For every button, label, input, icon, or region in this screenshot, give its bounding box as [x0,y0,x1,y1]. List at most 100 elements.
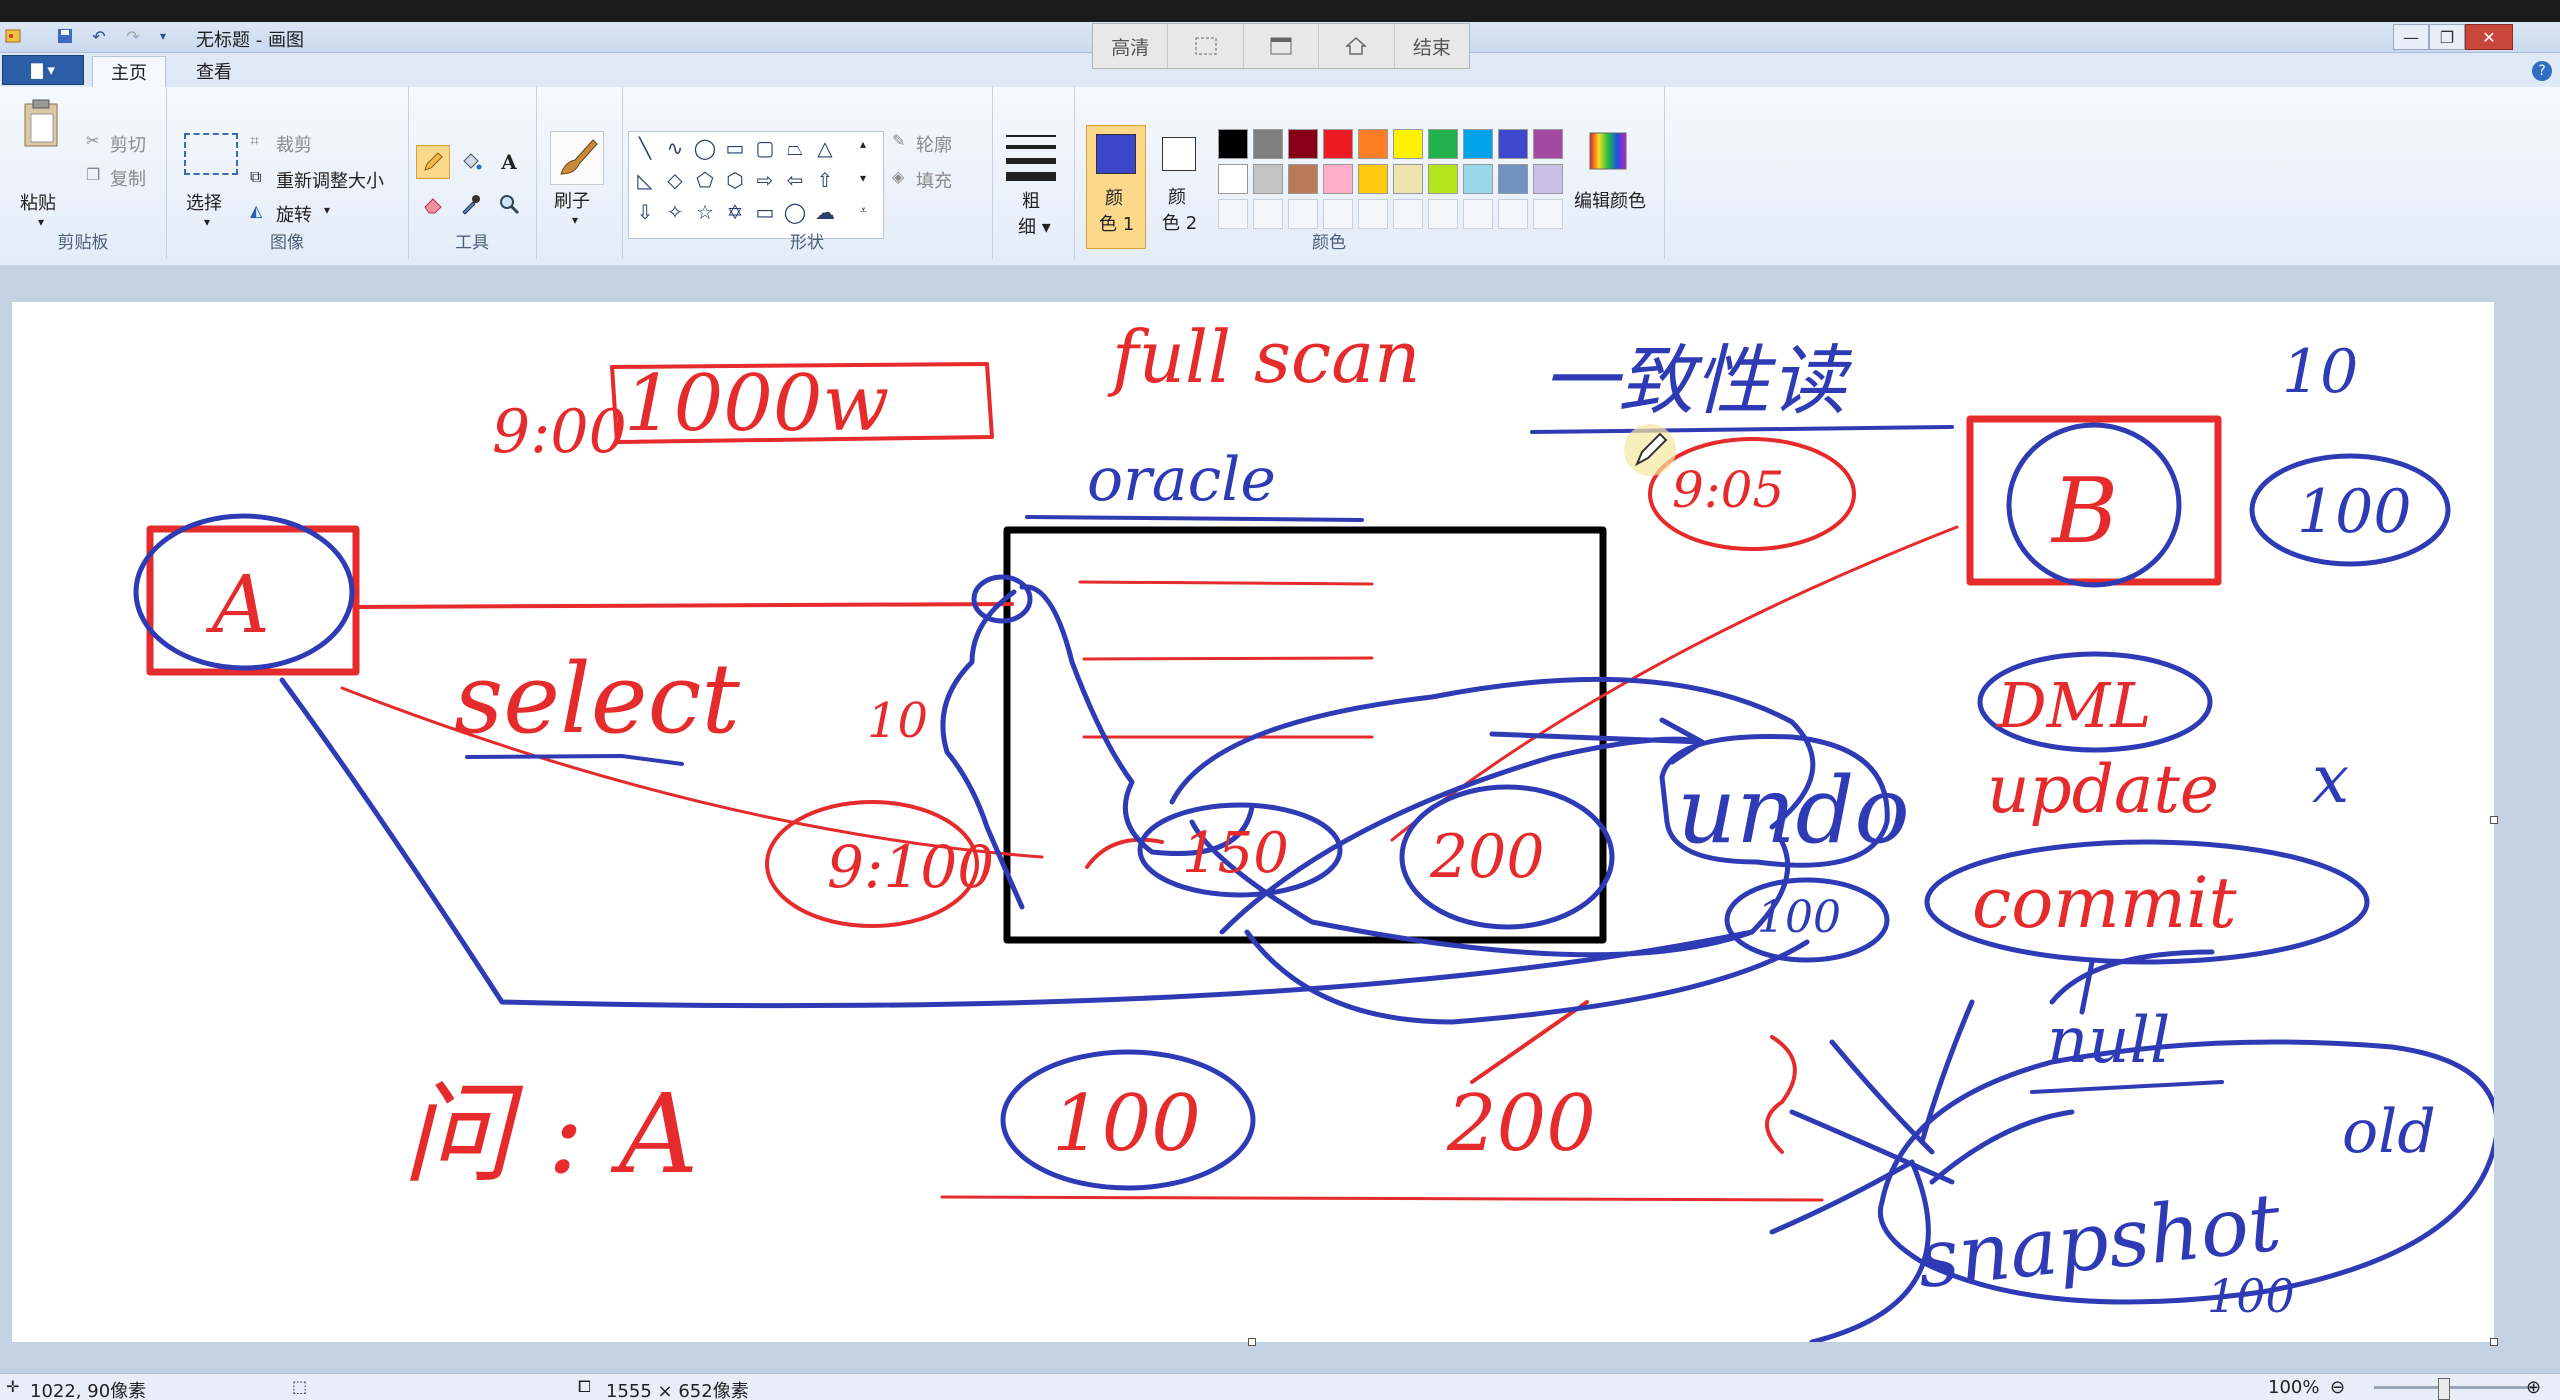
palette-swatch[interactable] [1393,129,1423,159]
line-shape-icon[interactable]: ╲ [638,136,652,160]
palette-swatch[interactable] [1533,129,1563,159]
palette-swatch[interactable] [1288,164,1318,194]
left-arrow-shape-icon[interactable]: ⇦ [786,168,804,192]
edit-colors-icon[interactable] [1588,131,1628,171]
copy-button[interactable]: 复制 [110,169,146,190]
palette-swatch[interactable] [1463,164,1493,194]
up-arrow-shape-icon[interactable]: ⇧ [816,168,834,192]
palette-swatch[interactable] [1463,199,1493,229]
palette-swatch[interactable] [1498,129,1528,159]
palette-swatch[interactable] [1428,164,1458,194]
tab-view[interactable]: 查看 [196,62,232,83]
four-point-star-shape-icon[interactable]: ✧ [666,200,684,224]
vertical-scrollbar[interactable] [2546,265,2560,1373]
palette-swatch[interactable] [1498,199,1528,229]
callout-rect-shape-icon[interactable]: ▭ [755,200,775,224]
rotate-button[interactable]: 旋转 [276,205,312,226]
curve-shape-icon[interactable]: ∿ [666,136,684,160]
window-icon[interactable] [1244,24,1320,68]
palette-swatch[interactable] [1498,164,1528,194]
palette-swatch[interactable] [1323,199,1353,229]
oval-shape-icon[interactable]: ◯ [693,136,717,160]
palette-swatch[interactable] [1323,164,1353,194]
callout-cloud-shape-icon[interactable]: ☁ [815,200,835,224]
brush-label[interactable]: 刷子 [554,191,590,212]
help-icon[interactable]: ? [2532,61,2552,81]
five-point-star-shape-icon[interactable]: ☆ [696,200,714,224]
palette-swatch[interactable] [1358,164,1388,194]
line-size-icon[interactable] [1004,131,1058,185]
rotate-dropdown-icon[interactable]: ▾ [324,203,331,217]
palette-swatch[interactable] [1393,164,1423,194]
shapes-expand-icon[interactable]: ⩡ [860,203,867,217]
hd-button[interactable]: 高清 [1093,24,1169,68]
brush-icon[interactable] [550,131,604,185]
shapes-scroll-down-icon[interactable]: ▾ [860,171,867,185]
outline-button[interactable]: 轮廓 [916,135,952,156]
palette-swatch[interactable] [1218,164,1248,194]
brush-dropdown-icon[interactable]: ▾ [572,213,579,227]
canvas-resize-handle-right[interactable] [2490,816,2498,824]
drawing-canvas[interactable]: 1000w full scan oracle 一致性读 9:05 B 10 10… [12,302,2498,1346]
right-triangle-shape-icon[interactable]: ◺ [637,168,653,192]
cut-button[interactable]: 剪切 [110,135,146,156]
paste-label[interactable]: 粘贴 [20,193,56,214]
minimize-button[interactable]: — [2393,24,2429,50]
polygon-shape-icon[interactable]: ⏢ [787,136,803,160]
size-label-2[interactable]: 细 ▾ [1018,217,1051,238]
palette-swatch[interactable] [1253,199,1283,229]
palette-swatch[interactable] [1533,164,1563,194]
select-icon[interactable] [184,133,238,175]
palette-swatch[interactable] [1358,199,1388,229]
zoom-slider-thumb[interactable] [2438,1378,2450,1400]
rounded-rectangle-shape-icon[interactable]: ▢ [755,136,775,160]
palette-swatch[interactable] [1428,199,1458,229]
region-icon[interactable] [1168,24,1244,68]
palette-swatch[interactable] [1463,129,1493,159]
close-button[interactable]: ✕ [2465,24,2513,50]
right-arrow-shape-icon[interactable]: ⇨ [756,168,774,192]
pencil-icon[interactable] [416,145,450,179]
palette-swatch[interactable] [1428,129,1458,159]
redo-icon[interactable]: ↷ [126,26,140,46]
diamond-shape-icon[interactable]: ◇ [667,168,683,192]
shapes-scroll-up-icon[interactable]: ▴ [860,137,867,151]
text-tool-icon[interactable]: A [501,150,517,174]
palette-swatch[interactable] [1218,199,1248,229]
palette-swatch[interactable] [1253,129,1283,159]
color-picker-icon[interactable] [454,187,488,221]
tab-home[interactable]: 主页 [92,56,166,87]
resize-button[interactable]: 重新调整大小 [276,171,384,192]
crop-button[interactable]: 裁剪 [276,135,312,156]
palette-swatch[interactable] [1358,129,1388,159]
color2-button[interactable]: 颜 色 2 [1150,125,1208,247]
zoom-in-icon[interactable]: ⊕ [2526,1377,2542,1398]
size-label[interactable]: 粗 [1022,191,1040,212]
palette-swatch[interactable] [1253,164,1283,194]
home-icon[interactable] [1319,24,1395,68]
fill-bucket-icon[interactable] [454,145,488,179]
down-arrow-shape-icon[interactable]: ⇩ [636,200,654,224]
color1-button[interactable]: 颜 色 1 [1086,125,1146,249]
select-dropdown-icon[interactable]: ▾ [204,215,211,229]
zoom-out-icon[interactable]: ⊖ [2330,1377,2346,1398]
magnifier-icon[interactable] [492,187,526,221]
zoom-slider-track[interactable] [2374,1386,2534,1389]
canvas-resize-handle-bottom[interactable] [1248,1338,1256,1346]
eraser-icon[interactable] [416,187,450,221]
undo-icon[interactable]: ↶ [92,26,106,46]
palette-swatch[interactable] [1323,129,1353,159]
paste-icon[interactable] [18,95,64,151]
canvas-resize-handle-corner[interactable] [2490,1338,2498,1346]
save-icon[interactable] [54,25,76,47]
palette-swatch[interactable] [1218,129,1248,159]
select-button[interactable]: 选择 [186,193,222,214]
pentagon-shape-icon[interactable]: ⬠ [696,168,714,192]
restore-button[interactable]: ❐ [2429,24,2465,50]
paste-dropdown-icon[interactable]: ▾ [38,215,45,229]
six-point-star-shape-icon[interactable]: ✡ [726,200,744,224]
file-menu-button[interactable]: ▇ ▾ [2,55,84,85]
rectangle-shape-icon[interactable]: ▭ [725,136,745,160]
palette-swatch[interactable] [1393,199,1423,229]
palette-swatch[interactable] [1288,129,1318,159]
